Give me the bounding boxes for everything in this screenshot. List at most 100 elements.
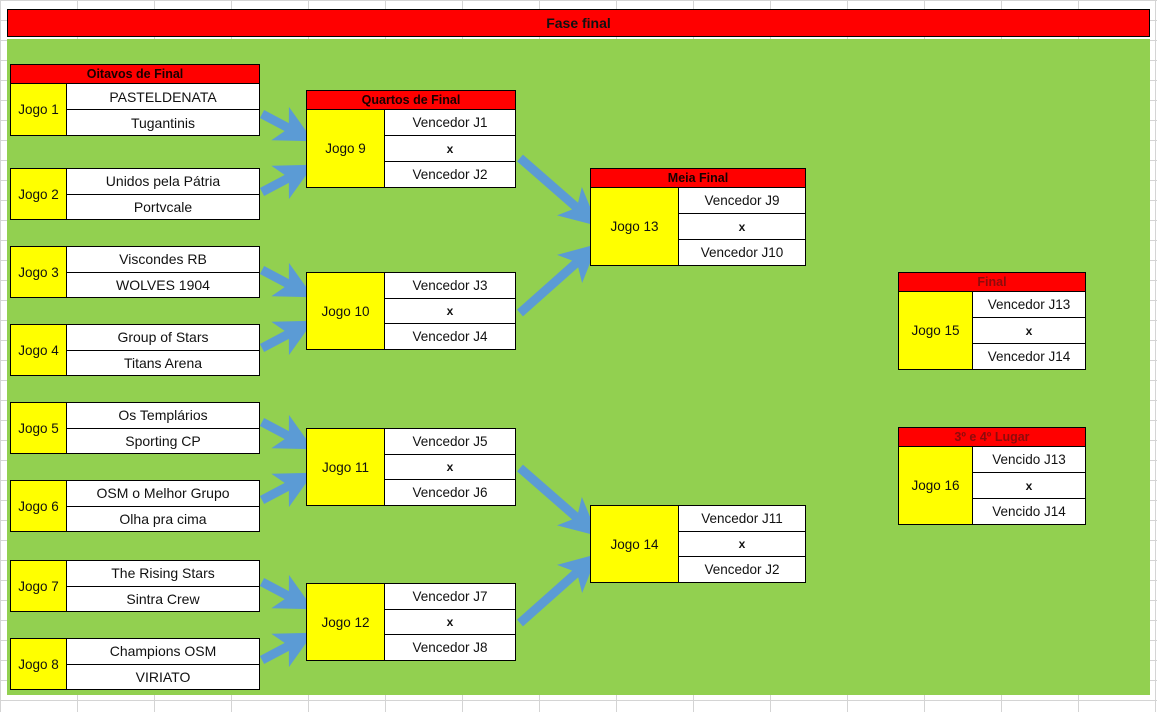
match-box-jogo-11: Jogo 11 Vencedor J5 x Vencedor J6	[306, 428, 516, 506]
team-away-jogo-6[interactable]: Olha pra cima	[67, 506, 259, 531]
team-away-jogo-3[interactable]: WOLVES 1904	[67, 272, 259, 297]
team-away-jogo-5[interactable]: Sporting CP	[67, 428, 259, 453]
team-away-jogo-16[interactable]: Vencido J14	[973, 499, 1085, 524]
team-home-jogo-4[interactable]: Group of Stars	[67, 325, 259, 351]
vs-label-jogo-12: x	[385, 609, 515, 636]
match-row-jogo-7[interactable]: Jogo 7 The Rising Stars Sintra Crew	[10, 560, 260, 612]
team-home-jogo-2[interactable]: Unidos pela Pátria	[67, 169, 259, 195]
game-number-jogo-6: Jogo 6	[11, 481, 67, 531]
team-away-jogo-11[interactable]: Vencedor J6	[385, 480, 515, 506]
vs-label-jogo-16: x	[973, 473, 1085, 499]
team-home-jogo-5[interactable]: Os Templários	[67, 403, 259, 429]
team-away-jogo-12[interactable]: Vencedor J8	[385, 635, 515, 661]
match-row-jogo-12[interactable]: Jogo 12 Vencedor J7 x Vencedor J8	[306, 583, 516, 661]
team-home-jogo-9[interactable]: Vencedor J1	[385, 110, 515, 136]
team-away-jogo-9[interactable]: Vencedor J2	[385, 162, 515, 187]
game-number-jogo-5: Jogo 5	[11, 403, 67, 453]
team-home-jogo-14[interactable]: Vencedor J11	[679, 506, 805, 532]
match-row-jogo-11[interactable]: Jogo 11 Vencedor J5 x Vencedor J6	[306, 428, 516, 506]
match-box-jogo-5: Jogo 5 Os Templários Sporting CP	[10, 402, 260, 454]
team-away-jogo-10[interactable]: Vencedor J4	[385, 324, 515, 350]
game-number-jogo-14: Jogo 14	[591, 506, 679, 582]
team-away-jogo-7[interactable]: Sintra Crew	[67, 586, 259, 611]
match-box-jogo-12: Jogo 12 Vencedor J7 x Vencedor J8	[306, 583, 516, 661]
team-home-jogo-3[interactable]: Viscondes RB	[67, 247, 259, 273]
team-away-jogo-14[interactable]: Vencedor J2	[679, 557, 805, 583]
round-of-16-header: Oitavos de Final	[10, 64, 260, 84]
match-row-jogo-14[interactable]: Jogo 14 Vencedor J11 x Vencedor J2	[590, 505, 806, 583]
team-home-jogo-11[interactable]: Vencedor J5	[385, 429, 515, 455]
third-place-group: 3º e 4º Lugar Jogo 16 Vencido J13 x Venc…	[898, 427, 1086, 525]
game-number-jogo-13: Jogo 13	[591, 188, 679, 265]
vs-label-jogo-11: x	[385, 454, 515, 481]
team-away-jogo-1[interactable]: Tugantinis	[67, 110, 259, 135]
vs-label-jogo-14: x	[679, 531, 805, 558]
quarter-finals-group: Quartos de Final Jogo 9 Vencedor J1 x Ve…	[306, 90, 516, 188]
third-place-header: 3º e 4º Lugar	[898, 427, 1086, 447]
match-row-jogo-1[interactable]: Jogo 1 PASTELDENATA Tugantinis	[10, 84, 260, 136]
game-number-jogo-3: Jogo 3	[11, 247, 67, 297]
match-box-jogo-7: Jogo 7 The Rising Stars Sintra Crew	[10, 560, 260, 612]
match-row-jogo-10[interactable]: Jogo 10 Vencedor J3 x Vencedor J4	[306, 272, 516, 350]
team-away-jogo-13[interactable]: Vencedor J10	[679, 240, 805, 265]
quarter-finals-title: Quartos de Final	[361, 93, 461, 107]
match-box-jogo-14: Jogo 14 Vencedor J11 x Vencedor J2	[590, 505, 806, 583]
match-row-jogo-4[interactable]: Jogo 4 Group of Stars Titans Arena	[10, 324, 260, 376]
third-place-title: 3º e 4º Lugar	[954, 430, 1030, 444]
match-box-jogo-8: Jogo 8 Champions OSM VIRIATO	[10, 638, 260, 690]
team-home-jogo-7[interactable]: The Rising Stars	[67, 561, 259, 587]
match-box-jogo-3: Jogo 3 Viscondes RB WOLVES 1904	[10, 246, 260, 298]
game-number-jogo-12: Jogo 12	[307, 584, 385, 660]
match-row-jogo-6[interactable]: Jogo 6 OSM o Melhor Grupo Olha pra cima	[10, 480, 260, 532]
final-title: Final	[977, 275, 1007, 289]
game-number-jogo-9: Jogo 9	[307, 110, 385, 187]
vs-label-jogo-10: x	[385, 298, 515, 325]
match-row-jogo-16[interactable]: Jogo 16 Vencido J13 x Vencido J14	[898, 447, 1086, 525]
match-box-jogo-10: Jogo 10 Vencedor J3 x Vencedor J4	[306, 272, 516, 350]
match-box-jogo-4: Jogo 4 Group of Stars Titans Arena	[10, 324, 260, 376]
vs-label-jogo-9: x	[385, 136, 515, 162]
match-row-jogo-2[interactable]: Jogo 2 Unidos pela Pátria Portvcale	[10, 168, 260, 220]
match-row-jogo-9[interactable]: Jogo 9 Vencedor J1 x Vencedor J2	[306, 110, 516, 188]
team-home-jogo-10[interactable]: Vencedor J3	[385, 273, 515, 299]
final-header: Final	[898, 272, 1086, 292]
game-number-jogo-16: Jogo 16	[899, 447, 973, 524]
match-box-jogo-6: Jogo 6 OSM o Melhor Grupo Olha pra cima	[10, 480, 260, 532]
match-row-jogo-3[interactable]: Jogo 3 Viscondes RB WOLVES 1904	[10, 246, 260, 298]
match-row-jogo-5[interactable]: Jogo 5 Os Templários Sporting CP	[10, 402, 260, 454]
game-number-jogo-7: Jogo 7	[11, 561, 67, 611]
final-group: Final Jogo 15 Vencedor J13 x Vencedor J1…	[898, 272, 1086, 370]
team-away-jogo-4[interactable]: Titans Arena	[67, 350, 259, 375]
round-of-16-group: Oitavos de Final Jogo 1 PASTELDENATA Tug…	[10, 64, 260, 136]
game-number-jogo-2: Jogo 2	[11, 169, 67, 219]
team-home-jogo-13[interactable]: Vencedor J9	[679, 188, 805, 214]
match-row-jogo-13[interactable]: Jogo 13 Vencedor J9 x Vencedor J10	[590, 188, 806, 266]
team-home-jogo-16[interactable]: Vencido J13	[973, 447, 1085, 473]
vs-label-jogo-15: x	[973, 318, 1085, 344]
banner-label: Fase final	[546, 15, 611, 31]
game-number-jogo-1: Jogo 1	[11, 84, 67, 135]
team-away-jogo-8[interactable]: VIRIATO	[67, 664, 259, 689]
team-home-jogo-8[interactable]: Champions OSM	[67, 639, 259, 665]
team-away-jogo-2[interactable]: Portvcale	[67, 194, 259, 219]
game-number-jogo-10: Jogo 10	[307, 273, 385, 349]
game-number-jogo-15: Jogo 15	[899, 292, 973, 369]
match-row-jogo-8[interactable]: Jogo 8 Champions OSM VIRIATO	[10, 638, 260, 690]
round-of-16-title: Oitavos de Final	[86, 67, 184, 81]
match-row-jogo-15[interactable]: Jogo 15 Vencedor J13 x Vencedor J14	[898, 292, 1086, 370]
game-number-jogo-4: Jogo 4	[11, 325, 67, 375]
game-number-jogo-8: Jogo 8	[11, 639, 67, 689]
game-number-jogo-11: Jogo 11	[307, 429, 385, 505]
team-home-jogo-6[interactable]: OSM o Melhor Grupo	[67, 481, 259, 507]
team-home-jogo-1[interactable]: PASTELDENATA	[67, 84, 259, 110]
team-away-jogo-15[interactable]: Vencedor J14	[973, 344, 1085, 369]
team-home-jogo-15[interactable]: Vencedor J13	[973, 292, 1085, 318]
quarter-finals-header: Quartos de Final	[306, 90, 516, 110]
semi-finals-title: Meia Final	[667, 171, 729, 185]
team-home-jogo-12[interactable]: Vencedor J7	[385, 584, 515, 610]
page-title: Fase final	[7, 9, 1150, 37]
match-box-jogo-2: Jogo 2 Unidos pela Pátria Portvcale	[10, 168, 260, 220]
vs-label-jogo-13: x	[679, 214, 805, 240]
semi-finals-group: Meia Final Jogo 13 Vencedor J9 x Vencedo…	[590, 168, 806, 266]
